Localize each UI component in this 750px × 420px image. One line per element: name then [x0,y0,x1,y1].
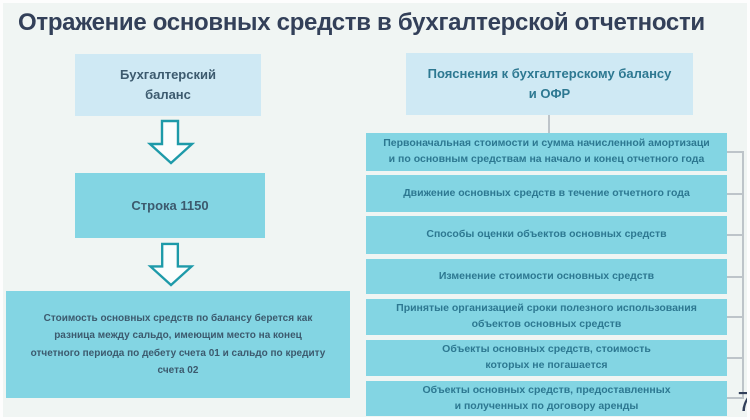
down-arrow-icon [147,242,195,292]
connector-stub [727,316,743,318]
list-item: Движение основных средств в течение отче… [366,175,727,212]
connector-stub [727,151,743,153]
explanations-header-box: Пояснения к бухгалтерскому балансу и ОФР [406,53,693,115]
balance-sheet-box: Бухгалтерский баланс [75,54,261,116]
list-item: Объекты основных средств, предоставленны… [366,381,727,416]
connector-stub [727,193,743,195]
connector-line [742,151,744,399]
connector-line [548,115,550,133]
list-item: Принятые организацией сроки полезного ис… [366,299,727,335]
line-1150-box: Строка 1150 [75,173,265,238]
balance-note-box: Стоимость основных средств по балансу бе… [6,291,350,398]
page-number: 7 [731,386,747,417]
connector-stub [727,357,743,359]
list-item: Объекты основных средств, стоимость кото… [366,340,727,376]
down-arrow-icon [146,119,196,170]
list-item: Изменение стоимости основных средств [366,259,727,294]
list-item: Способы оценки объектов основных средств [366,216,727,254]
connector-stub [727,397,743,399]
connector-stub [727,234,743,236]
connector-stub [727,276,743,278]
slide-title: Отражение основных средств в бухгалтерск… [18,9,705,36]
list-item: Первоначальная стоимости и сумма начисле… [366,133,727,171]
